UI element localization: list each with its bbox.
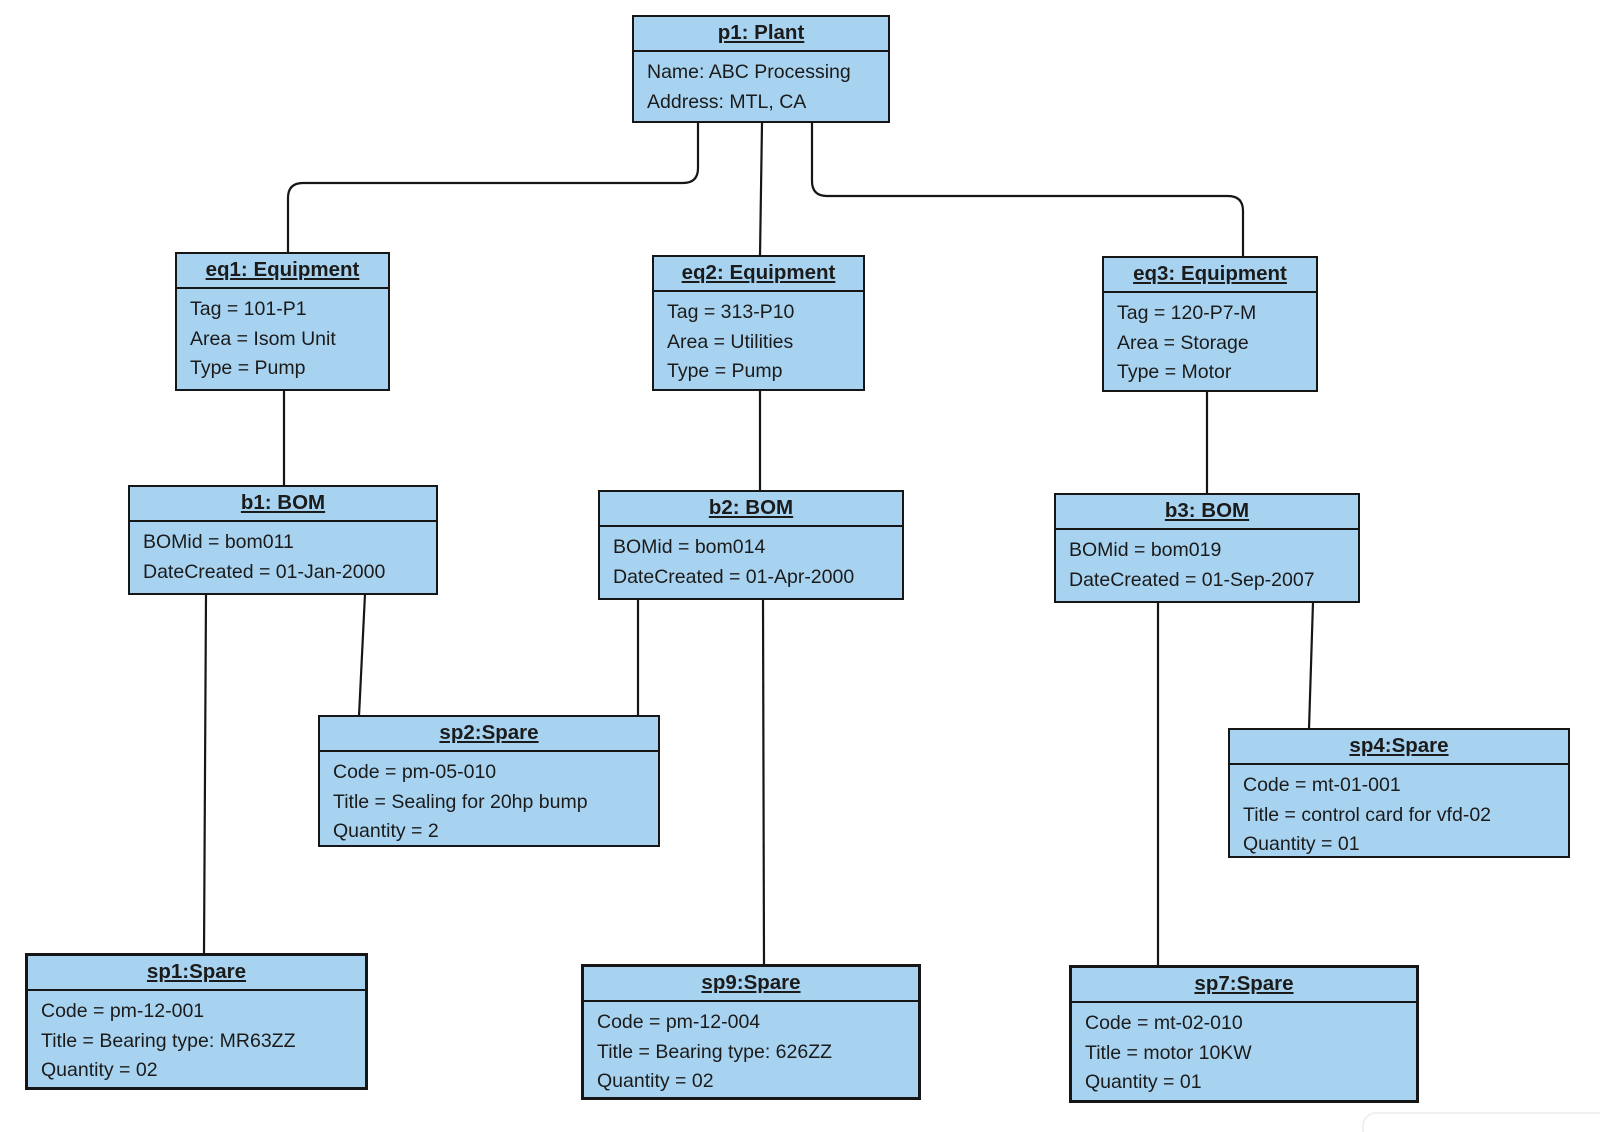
- attribute-line: Tag = 313-P10: [667, 301, 795, 323]
- attribute-line: BOMid = bom014: [613, 536, 766, 558]
- connector-p1-eq2: [758, 122, 764, 257]
- object-node-title: sp2:Spare: [320, 717, 658, 752]
- object-node-title-text: b1: BOM: [240, 491, 326, 514]
- attribute-line: Area = Storage: [1117, 331, 1249, 354]
- attribute-line: DateCreated = 01-Apr-2000: [613, 565, 855, 588]
- object-node-title-text: sp7:Spare: [1194, 972, 1294, 995]
- attribute-line: DateCreated = 01-Jan-2000: [143, 560, 386, 583]
- object-node-title-text: sp1:Spare: [146, 960, 247, 983]
- object-node-title: sp1:Spare: [28, 956, 365, 991]
- attribute-line: Quantity = 2: [333, 820, 439, 842]
- object-node-title: eq2: Equipment: [654, 257, 863, 292]
- connector-b2-sp9: [761, 598, 766, 966]
- attribute-line: BOMid = bom019: [1069, 539, 1222, 561]
- object-node-title: eq1: Equipment: [177, 254, 388, 289]
- connector-p1-eq3: [810, 123, 1245, 257]
- attribute-line: DateCreated = 01-Sep-2007: [1069, 568, 1315, 591]
- attribute-line: Code = pm-12-001: [41, 1000, 205, 1022]
- object-node-title: b2: BOM: [600, 492, 902, 527]
- attribute-line: Title = control card for vfd-02: [1243, 803, 1492, 826]
- object-node-title-text: eq1: Equipment: [205, 258, 360, 281]
- object-node-title-text: b2: BOM: [708, 496, 794, 519]
- attribute-line: Type = Motor: [1117, 361, 1232, 383]
- attribute-line: Title = Bearing type: MR63ZZ: [41, 1029, 296, 1052]
- ghost-panel: [1362, 1112, 1600, 1132]
- attribute-line: Code = pm-12-004: [597, 1011, 761, 1033]
- attribute-line: Name: ABC Processing: [647, 61, 851, 83]
- attribute-line: Code = mt-01-001: [1243, 774, 1401, 796]
- connector-b1-sp1: [202, 593, 208, 955]
- attribute-line: Tag = 120-P7-M: [1117, 302, 1257, 324]
- attribute-line: Area = Isom Unit: [190, 327, 336, 350]
- attribute-line: Type = Pump: [667, 360, 783, 382]
- attribute-line: Title = motor 10KW: [1085, 1041, 1252, 1064]
- object-node-title-text: eq3: Equipment: [1133, 262, 1287, 285]
- object-node-title-text: p1: Plant: [717, 21, 805, 44]
- attribute-line: Quantity = 01: [1085, 1071, 1202, 1093]
- attribute-line: Code = mt-02-010: [1085, 1012, 1243, 1034]
- attribute-line: Area = Utilities: [667, 330, 794, 353]
- object-node-title-text: sp2:Spare: [439, 721, 539, 744]
- attribute-line: Type = Pump: [190, 357, 306, 379]
- attribute-line: Quantity = 02: [41, 1059, 158, 1081]
- object-node-title-text: sp4:Spare: [1349, 734, 1449, 757]
- attribute-line: Address: MTL, CA: [647, 90, 807, 113]
- object-node-title-text: eq2: Equipment: [681, 261, 836, 284]
- object-node-title: b1: BOM: [130, 487, 436, 522]
- attribute-line: Code = pm-05-010: [333, 761, 497, 783]
- connector-p1-eq1: [286, 123, 700, 253]
- attribute-line: Quantity = 02: [597, 1070, 714, 1092]
- object-node-title: p1: Plant: [634, 17, 888, 52]
- attribute-line: Title = Bearing type: 626ZZ: [597, 1040, 833, 1063]
- object-node-title-text: sp9:Spare: [701, 971, 801, 994]
- attribute-line: Quantity = 01: [1243, 833, 1360, 855]
- connector-b3-sp4: [1307, 601, 1315, 730]
- object-node-title: eq3: Equipment: [1104, 258, 1316, 293]
- attribute-line: BOMid = bom011: [143, 531, 294, 553]
- object-node-eq3[interactable]: eq3: Equipment Tag = 120-P7-M Area = Stor…: [1102, 256, 1318, 392]
- object-node-title: b3: BOM: [1056, 495, 1358, 530]
- object-node-title: sp7:Spare: [1072, 968, 1416, 1003]
- attribute-line: Title = Sealing for 20hp bump: [333, 790, 588, 813]
- object-node-title: sp4:Spare: [1230, 730, 1568, 765]
- connector-b1-sp2: [357, 593, 367, 717]
- attribute-line: Tag = 101-P1: [190, 298, 307, 320]
- object-node-title-text: b3: BOM: [1164, 499, 1250, 522]
- object-node-title: sp9:Spare: [584, 967, 918, 1002]
